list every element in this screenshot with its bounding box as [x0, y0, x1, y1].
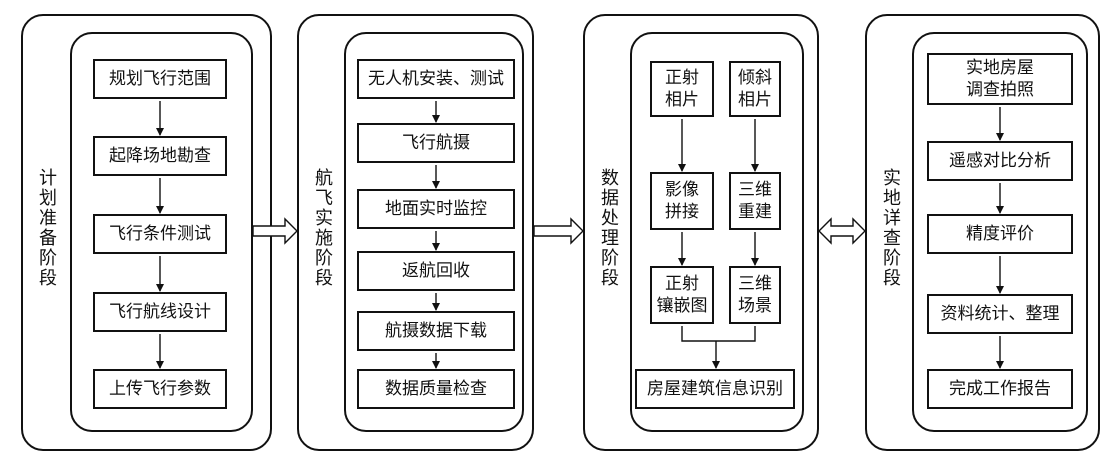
step-box: 飞行条件测试 [93, 214, 227, 254]
step-box: 倾斜 相片 [729, 61, 781, 117]
step-box: 影像 拼接 [650, 172, 714, 230]
step-box: 飞行航线设计 [93, 292, 227, 332]
step-box: 正射 相片 [650, 61, 714, 117]
stage-title: 计划准备阶段 [36, 168, 57, 288]
stage-title: 数据处理阶段 [598, 168, 619, 288]
step-box: 完成工作报告 [927, 369, 1073, 409]
stage-title: 航飞实施阶段 [312, 168, 333, 288]
step-box: 实地房屋 调查拍照 [927, 53, 1073, 105]
step-box: 规划飞行范围 [93, 59, 227, 99]
step-box: 上传飞行参数 [93, 369, 227, 409]
step-box: 三维 场景 [729, 266, 781, 324]
step-box: 航摄数据下载 [357, 311, 515, 351]
step-box: 正射 镶嵌图 [650, 266, 714, 324]
step-box: 数据质量检查 [357, 369, 515, 409]
step-box: 返航回收 [357, 251, 515, 291]
stage-arrow [533, 217, 584, 245]
step-box: 资料统计、整理 [927, 294, 1073, 334]
step-box: 遥感对比分析 [927, 141, 1073, 181]
step-box: 精度评价 [927, 214, 1073, 254]
step-box: 无人机安装、测试 [357, 59, 515, 99]
stage-double-arrow [818, 217, 866, 245]
step-box: 三维 重建 [729, 172, 781, 230]
stage-title: 实地详查阶段 [880, 168, 901, 288]
step-box: 起降场地勘查 [93, 136, 227, 176]
step-box: 地面实时监控 [357, 189, 515, 229]
step-box: 飞行航摄 [357, 123, 515, 163]
step-box: 房屋建筑信息识别 [635, 369, 795, 409]
